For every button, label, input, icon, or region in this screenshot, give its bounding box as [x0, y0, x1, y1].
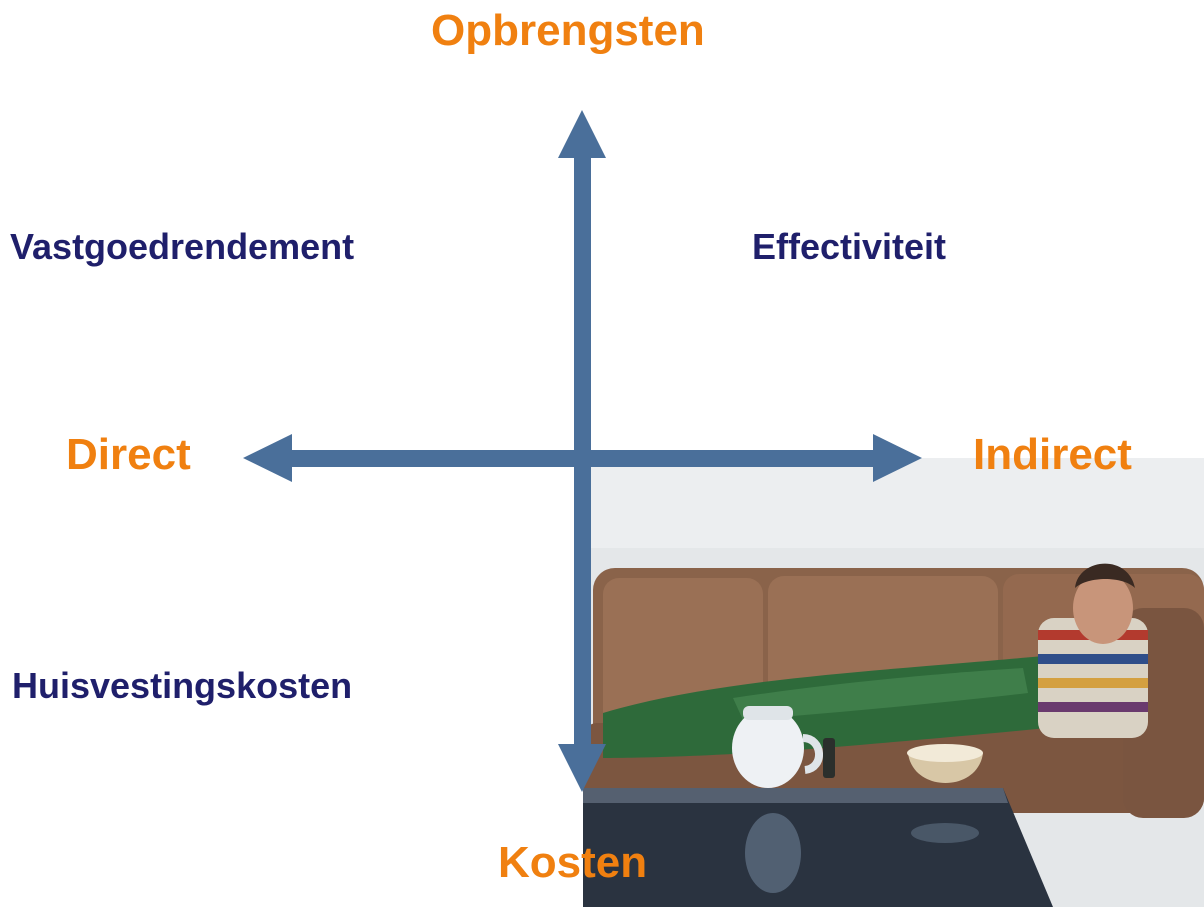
down-arrowhead	[558, 744, 606, 792]
axis-label-left: Direct	[66, 430, 191, 479]
right-arrowhead	[873, 434, 922, 482]
up-arrowhead	[558, 110, 606, 158]
couch-illustration	[583, 458, 1204, 907]
left-arrowhead	[243, 434, 292, 482]
axis-label-top: Opbrengsten	[431, 6, 705, 55]
quadrant-label-bottom-left: Huisvestingskosten	[12, 665, 353, 706]
photo-sick-person-on-couch	[583, 458, 1204, 907]
quadrant-label-top-right: Effectiviteit	[752, 226, 947, 267]
axis-label-right: Indirect	[973, 430, 1132, 479]
axis-label-bottom: Kosten	[498, 838, 648, 887]
horizontal-axis	[243, 434, 922, 482]
quadrant-label-top-left: Vastgoedrendement	[10, 226, 355, 267]
